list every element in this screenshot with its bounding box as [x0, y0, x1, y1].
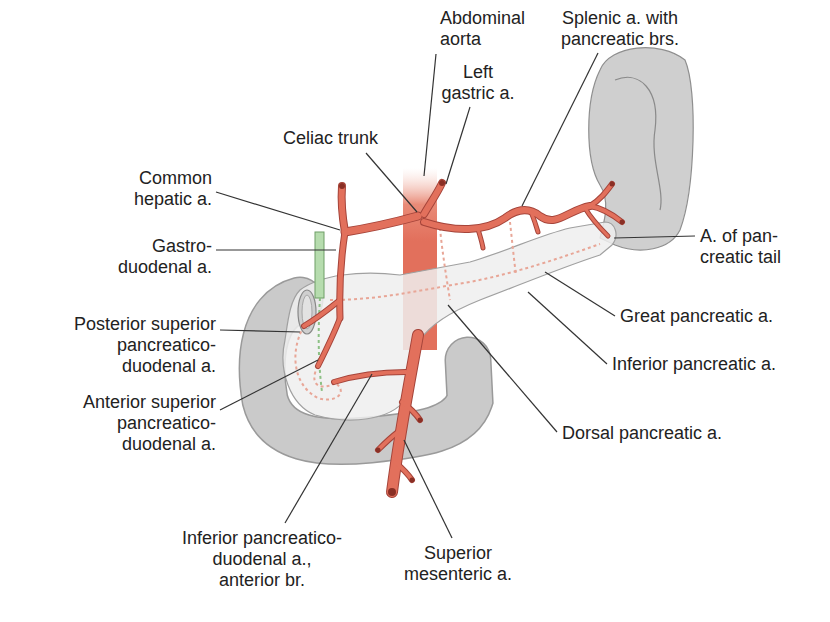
proper-hepatic-artery [342, 186, 345, 232]
bile-duct [315, 232, 324, 298]
leader-line [366, 153, 417, 212]
jejunal-branch [378, 432, 398, 450]
cut-end [339, 183, 345, 189]
part-label: Anterior superior pancreatico- duodenal … [82, 392, 216, 455]
part-label: Splenic a. with pancreatic brs. [561, 8, 680, 50]
artery-cut-ends [339, 180, 625, 496]
posterior-pancreaticoduodenal-artery [304, 300, 340, 326]
splenic-artery [424, 206, 590, 229]
part-label: Posterior superior pancreatico- duodenal… [73, 314, 216, 377]
pancreas [283, 222, 616, 420]
part-label: Celiac trunk [282, 128, 378, 149]
part-label: Dorsal pancreatic a. [562, 423, 723, 444]
jejunal-branch [395, 462, 412, 480]
part-label: Inferior pancreatic a. [612, 354, 777, 375]
spleen-hilum [615, 77, 661, 210]
leader-line [220, 360, 318, 410]
dorsal-pancreatic-vessel [440, 228, 450, 300]
splenic-branch [590, 184, 612, 206]
artery-fills [304, 183, 622, 492]
inferior-pancreatic-vessel [330, 244, 600, 300]
part-label: Gastro- duodenal a. [117, 236, 212, 278]
leader-line [285, 374, 372, 523]
left-gastric-artery [424, 183, 442, 214]
leader-line [404, 440, 452, 538]
leader-line [446, 107, 470, 184]
part-label: Inferior pancreatico- duodenal a., anter… [182, 528, 343, 591]
proper-hepatic-artery [342, 186, 345, 232]
cut-end [620, 220, 625, 225]
tail-artery [585, 208, 608, 236]
jejunal-branch [402, 402, 420, 420]
pancreatic-branch [478, 229, 483, 248]
gastroduodenal-artery [340, 232, 345, 318]
cut-end [376, 448, 381, 453]
cut-end [388, 488, 396, 496]
pancreatic-branch [530, 210, 538, 232]
spleen [589, 48, 693, 250]
common-hepatic-artery [345, 216, 418, 232]
leader-line [614, 236, 695, 238]
leader-lines [216, 53, 695, 538]
pancreatic-branch [478, 229, 483, 248]
part-label: Left gastric a. [441, 62, 515, 104]
pancreaticoduodenal-arcade [314, 366, 334, 387]
part-label: Great pancreatic a. [620, 306, 774, 327]
common-hepatic-artery [345, 216, 418, 232]
left-gastric-artery [424, 183, 442, 214]
splenic-branch [590, 184, 612, 206]
leader-line [522, 53, 598, 206]
cut-end [439, 180, 445, 186]
posterior-pancreaticoduodenal-artery [304, 300, 340, 326]
leader-line [448, 305, 557, 432]
leader-line [528, 292, 607, 364]
cut-end [610, 182, 615, 187]
part-label: Superior mesenteric a. [404, 543, 513, 585]
part-label: Abdominal aorta [440, 8, 450, 50]
leader-line [545, 272, 615, 316]
part-label: A. of pan- creatic tail [700, 226, 782, 268]
leader-line [220, 330, 300, 332]
leader-line [216, 249, 336, 250]
leader-line [424, 54, 436, 176]
cut-end [418, 418, 423, 423]
splenic-artery [424, 206, 590, 229]
anterior-pancreaticoduodenal-artery [318, 318, 340, 366]
leader-line [216, 192, 340, 230]
artery-outlines [304, 183, 622, 492]
part-label: Common hepatic a. [133, 168, 212, 210]
cut-end [410, 478, 415, 483]
gastroduodenal-artery [340, 232, 345, 318]
anterior-pancreaticoduodenal-artery [318, 318, 340, 366]
great-pancreatic-vessel [510, 222, 516, 275]
